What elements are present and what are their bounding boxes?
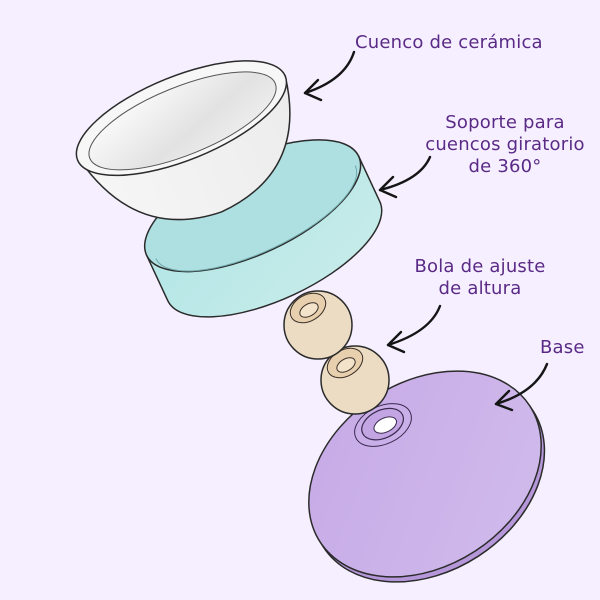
- base-socket: [354, 403, 412, 447]
- label-height-ball: Bola de ajuste de altura: [414, 256, 546, 299]
- height-ball-lower: [320, 345, 390, 415]
- arrow-to-holder: [378, 155, 432, 199]
- label-rotating-holder: Soporte para cuencos giratorio de 360°: [425, 112, 585, 177]
- arrow-to-ball: [386, 304, 442, 354]
- label-base: Base: [540, 337, 585, 358]
- height-ball-upper: [283, 290, 353, 360]
- rotating-holder-part: [143, 139, 383, 318]
- label-ceramic-bowl: Cuenco de cerámica: [355, 32, 543, 53]
- arrow-to-base: [494, 362, 549, 412]
- base-part: [308, 370, 546, 583]
- ceramic-bowl-part: [75, 60, 291, 221]
- arrow-to-bowl: [303, 50, 356, 102]
